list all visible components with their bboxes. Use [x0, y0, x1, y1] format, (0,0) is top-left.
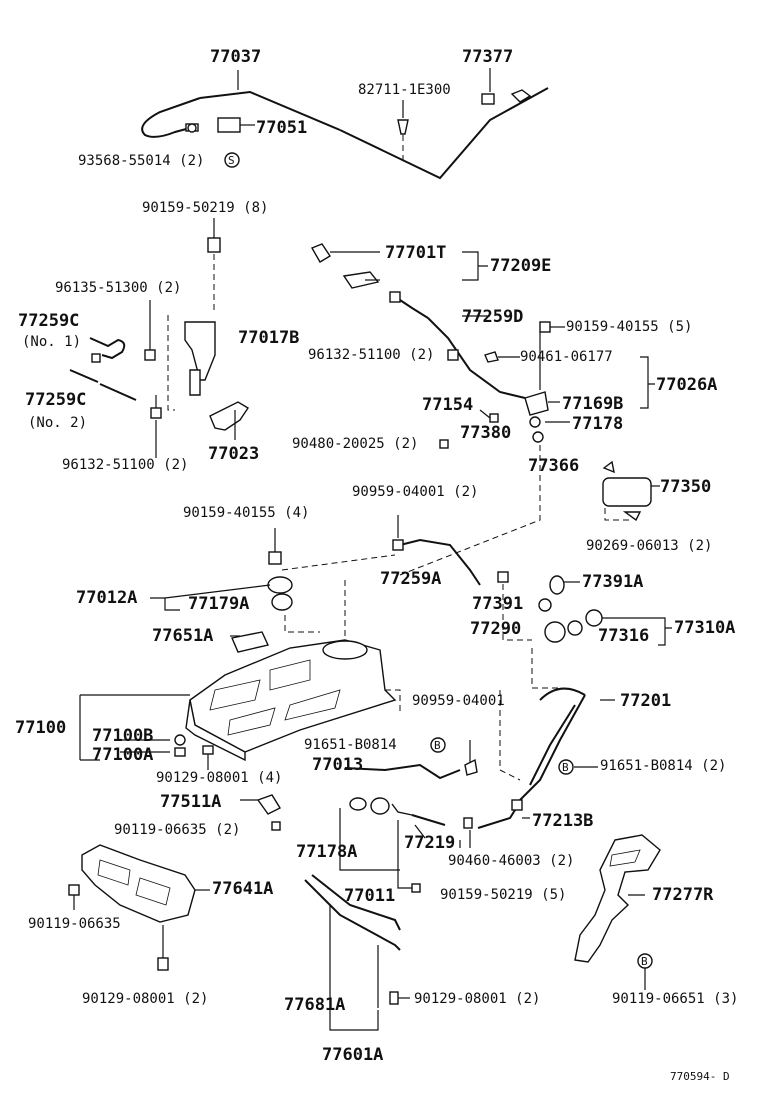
- label-77179A: 77179A: [188, 594, 249, 614]
- label-90159-50219-8: 90159-50219 (8): [142, 200, 268, 216]
- label-77213B: 77213B: [532, 811, 593, 831]
- label-82711-1E300: 82711-1E300: [358, 82, 451, 98]
- label-77259C-no2: 77259C: [25, 390, 86, 410]
- label-no2: (No. 2): [28, 415, 87, 431]
- vent-valve-group: [310, 243, 655, 576]
- label-77219: 77219: [404, 833, 455, 853]
- label-77651A: 77651A: [152, 626, 213, 646]
- label-90119-06651: 90119-06651 (3): [612, 991, 738, 1007]
- fuel-tank-77100: [79, 580, 401, 770]
- callout-b1: B: [434, 739, 441, 752]
- label-77601A: 77601A: [322, 1045, 383, 1065]
- label-96132-51100-a: 96132-51100 (2): [308, 347, 434, 363]
- label-77051: 77051: [256, 118, 307, 138]
- label-96135-51300: 96135-51300 (2): [55, 280, 181, 296]
- label-77100A: 77100A: [92, 745, 153, 765]
- callout-b1-circle: [430, 737, 446, 753]
- label-no1: (No. 1): [22, 334, 81, 350]
- callout-b2: B: [562, 761, 569, 774]
- label-77012A: 77012A: [76, 588, 137, 608]
- label-77377: 77377: [462, 47, 513, 67]
- label-90959-04001-2: 90959-04001 (2): [352, 484, 478, 500]
- lower-middle-group: [304, 740, 478, 1031]
- label-77391: 77391: [472, 594, 523, 614]
- label-90129-08001-2a: 90129-08001 (2): [82, 991, 208, 1007]
- label-77037: 77037: [210, 47, 261, 67]
- label-91651-B0814-a: 91651-B0814: [304, 737, 397, 753]
- label-77100: 77100: [15, 718, 66, 738]
- label-93568-55014: 93568-55014 (2): [78, 153, 204, 169]
- label-77178A: 77178A: [296, 842, 357, 862]
- label-96132-51100-b: 96132-51100 (2): [62, 457, 188, 473]
- label-90129-08001-2b: 90129-08001 (2): [414, 991, 540, 1007]
- label-77259C-no1: 77259C: [18, 311, 79, 331]
- label-77391A: 77391A: [582, 572, 643, 592]
- sender-gauge-group: [150, 528, 396, 633]
- callout-b3: B: [641, 955, 648, 968]
- label-77023: 77023: [208, 444, 259, 464]
- callout-b3-circle: [637, 953, 653, 969]
- label-77701T: 77701T: [385, 243, 446, 263]
- label-77681A: 77681A: [284, 995, 345, 1015]
- protector-77277R: [574, 834, 661, 990]
- label-77209E: 77209E: [490, 256, 551, 276]
- filler-hoses: [392, 515, 672, 848]
- label-77350: 77350: [660, 477, 711, 497]
- label-90159-40155-5: 90159-40155 (5): [566, 319, 692, 335]
- label-77011: 77011: [344, 886, 395, 906]
- label-77100B: 77100B: [92, 726, 153, 746]
- label-77310A: 77310A: [674, 618, 735, 638]
- label-77366: 77366: [528, 456, 579, 476]
- cable-assembly-77037: [141, 68, 549, 180]
- label-90480-20025: 90480-20025 (2): [292, 436, 418, 452]
- callout-s: S: [228, 154, 235, 167]
- label-77316: 77316: [598, 626, 649, 646]
- label-77641A: 77641A: [212, 879, 273, 899]
- label-91651-B0814-2: 91651-B0814 (2): [600, 758, 726, 774]
- label-90119-06635: 90119-06635: [28, 916, 121, 932]
- label-90159-50219-5: 90159-50219 (5): [440, 887, 566, 903]
- label-77290: 77290: [470, 619, 521, 639]
- label-77154: 77154: [422, 395, 473, 415]
- label-90460-46003: 90460-46003 (2): [448, 853, 574, 869]
- diagram-id: 770594- D: [670, 1070, 730, 1083]
- label-77259D: 77259D: [462, 307, 523, 327]
- label-77201: 77201: [620, 691, 671, 711]
- label-77013: 77013: [312, 755, 363, 775]
- label-77178: 77178: [572, 414, 623, 434]
- lower-left-brackets: [68, 794, 281, 971]
- fuel-door-group: [602, 460, 660, 522]
- label-77380: 77380: [460, 423, 511, 443]
- label-77017B: 77017B: [238, 328, 299, 348]
- label-90119-06635-2: 90119-06635 (2): [114, 822, 240, 838]
- callout-s-circle: [224, 152, 240, 168]
- label-90959-04001: 90959-04001: [412, 693, 505, 709]
- label-77277R: 77277R: [652, 885, 714, 905]
- evap-bracket-group: [69, 218, 249, 458]
- label-77259A: 77259A: [380, 569, 441, 589]
- callout-b2-circle: [558, 759, 574, 775]
- label-90159-40155-4: 90159-40155 (4): [183, 505, 309, 521]
- label-90129-08001-4: 90129-08001 (4): [156, 770, 282, 786]
- label-90461-06177: 90461-06177: [520, 349, 613, 365]
- label-77026A: 77026A: [656, 375, 717, 395]
- label-77511A: 77511A: [160, 792, 221, 812]
- label-90269-06013: 90269-06013 (2): [586, 538, 712, 554]
- label-77169B: 77169B: [562, 394, 623, 414]
